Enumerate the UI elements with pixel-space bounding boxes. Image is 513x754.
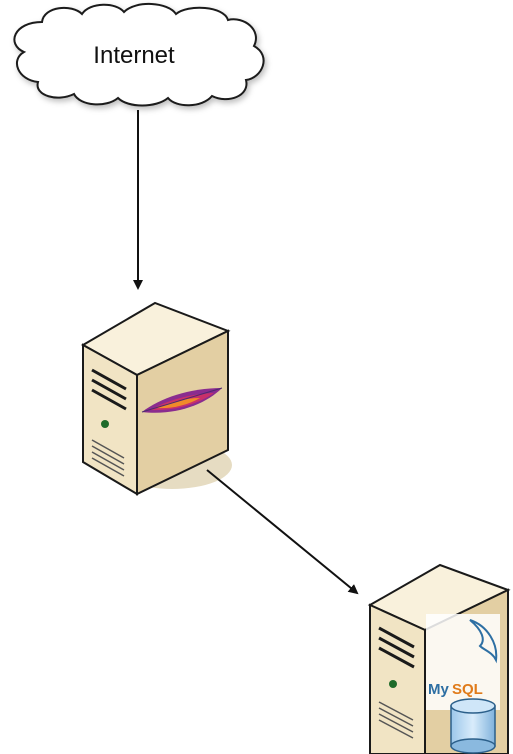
drive-bay	[378, 636, 415, 659]
drive-bay	[378, 626, 415, 649]
db-server-front	[369, 603, 426, 754]
web-server	[80, 301, 232, 496]
vent-line	[378, 707, 414, 727]
internet-label: Internet	[93, 42, 175, 69]
drive-bay	[378, 646, 415, 669]
db-server: My SQL	[367, 563, 511, 754]
vent-line	[91, 457, 125, 477]
vent-line	[378, 701, 414, 721]
vent-line	[91, 451, 125, 471]
apache-feather-icon	[141, 387, 223, 413]
status-led	[101, 420, 109, 428]
mysql-logo-sql: SQL	[452, 681, 483, 698]
drive-bay	[91, 368, 127, 391]
vent-line	[378, 719, 414, 739]
mysql-logo-icon: My SQL	[426, 614, 500, 710]
mysql-logo-my: My	[428, 681, 449, 698]
vent-line	[91, 445, 125, 465]
status-led	[389, 680, 397, 688]
drive-bay	[91, 378, 127, 401]
internet-cloud	[13, 3, 265, 107]
drive-bay	[91, 388, 127, 411]
vent-line	[378, 713, 414, 733]
edge-web-server-to-db-server	[206, 469, 359, 595]
database-cylinder-icon	[450, 698, 496, 754]
vent-line	[91, 439, 125, 459]
